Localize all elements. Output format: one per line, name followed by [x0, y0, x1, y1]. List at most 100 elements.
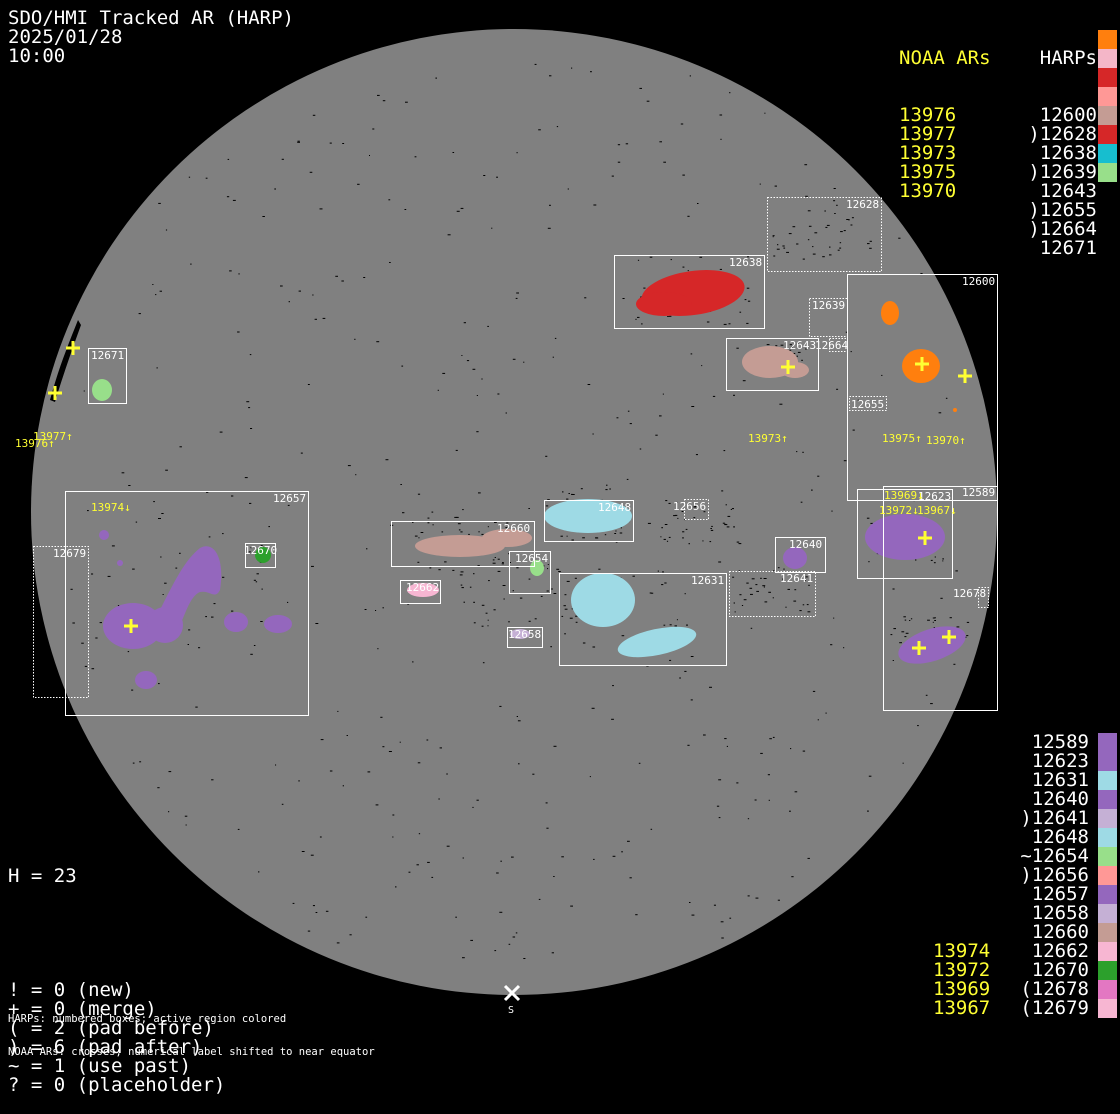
- noaa-legend-item: 13974: [933, 940, 991, 962]
- box-12664: [829, 338, 848, 352]
- harp-legend-item: 12638: [1039, 142, 1097, 164]
- region-12600c: [953, 408, 957, 412]
- noaa-cross: [66, 341, 80, 355]
- limb-feature: [50, 320, 81, 402]
- harp-label: 12679: [53, 547, 86, 560]
- harp-label: 12658: [508, 628, 541, 641]
- noaa-label: 13976↑: [15, 437, 55, 450]
- harp-legend-item: 12631: [1031, 769, 1089, 791]
- harp-label: 12670: [244, 544, 277, 557]
- harp-label: 12671: [91, 349, 124, 362]
- region-12654: [530, 560, 544, 576]
- noaa-legend-item: 13976: [899, 104, 957, 126]
- harp-color-swatch: [1098, 106, 1117, 125]
- harp-color-swatch: [1098, 999, 1117, 1018]
- harp-legend-header: HARPs: [1039, 47, 1097, 69]
- observation-time: 10:00: [8, 45, 66, 67]
- harp-label: 12623: [918, 490, 951, 503]
- region-12648: [544, 499, 632, 533]
- harp-color-swatch: [1098, 790, 1117, 809]
- harp-label: 12662: [406, 581, 439, 594]
- harp-legend-item: (12679: [1020, 997, 1089, 1019]
- harp-legend-item: (12678: [1020, 978, 1089, 1000]
- stats-line: ! = 0 (new): [8, 979, 134, 1001]
- harp-color-swatch: [1098, 771, 1117, 790]
- region-12657: [99, 530, 292, 689]
- harp-legend-item: 12600: [1039, 104, 1097, 126]
- box-12631: [559, 573, 727, 666]
- harp-legend-item: 12643: [1039, 180, 1097, 202]
- harp-label: 12655: [851, 398, 884, 411]
- solar-disk: [31, 29, 997, 995]
- noaa-cross: [942, 630, 956, 644]
- noaa-legend-header: NOAA ARs: [899, 47, 991, 69]
- solar-disk-map: 12628 12638 12600 12639 12643 12664 1265…: [15, 29, 998, 1016]
- box-12657: [65, 491, 309, 716]
- box-12670: [245, 543, 276, 568]
- harp-label: 12664: [815, 339, 848, 352]
- harp-legend-item: )12656: [1020, 864, 1089, 886]
- harp-legend-item: 12623: [1031, 750, 1089, 772]
- noaa-label: 13973↑: [748, 432, 788, 445]
- noaa-label: 13974↓: [91, 501, 131, 514]
- harp-color-swatch: [1098, 828, 1117, 847]
- harp-label: 12641: [780, 572, 813, 585]
- box-12623: [857, 489, 953, 579]
- south-label: S: [508, 1005, 514, 1016]
- box-12638: [614, 255, 765, 329]
- harp-color-swatch: [1098, 87, 1117, 106]
- harp-label: 12638: [729, 256, 762, 269]
- harp-color-swatch: [1098, 809, 1117, 828]
- harp-legend-item: )12655: [1028, 199, 1097, 221]
- box-12648: [544, 500, 634, 542]
- region-12658: [510, 629, 530, 639]
- harp-color-swatch: [1098, 904, 1117, 923]
- active-regions: [50, 270, 966, 689]
- box-12656: [684, 499, 709, 520]
- noaa-legend-item: 13975: [899, 161, 957, 183]
- noaa-cross: [781, 360, 795, 374]
- harp-label: 12628: [846, 198, 879, 211]
- region-12671: [92, 379, 112, 401]
- footer-line: HARPs: numbered boxes; active region col…: [8, 1013, 287, 1025]
- region-12662: [407, 583, 439, 597]
- box-12654: [509, 551, 551, 594]
- harp-legend-item: 12640: [1031, 788, 1089, 810]
- box-12628: [767, 197, 882, 272]
- harp-label: 12660: [497, 522, 530, 535]
- harp-legend-item: )12641: [1020, 807, 1089, 829]
- harp-label: 12640: [789, 538, 822, 551]
- noaa-cross: [912, 641, 926, 655]
- noaa-cross: [124, 619, 138, 633]
- harp-box-labels: 12628 12638 12600 12639 12643 12664 1265…: [53, 198, 995, 641]
- harp-color-swatch: [1098, 752, 1117, 771]
- noaa-label: 13969↓: [884, 489, 924, 502]
- region-12660b: [482, 529, 532, 547]
- harp-color-swatch: [1098, 980, 1117, 999]
- harp-count: H = 23: [8, 865, 77, 887]
- harp-label: 12631: [691, 574, 724, 587]
- region-12631a: [571, 573, 635, 627]
- box-12658: [507, 627, 543, 648]
- noaa-label: 13970↑: [926, 434, 966, 447]
- box-12640: [775, 537, 826, 573]
- noaa-label: 13972↓: [879, 504, 919, 517]
- harp-legend-item: 12657: [1031, 883, 1089, 905]
- region-12670: [255, 547, 271, 563]
- harp-label: 12600: [962, 275, 995, 288]
- harp-color-swatch: [1098, 49, 1117, 68]
- harp-color-swatch: [1098, 163, 1117, 182]
- noaa-cross: [918, 531, 932, 545]
- harp-legend-item: ~12654: [1020, 845, 1089, 867]
- noaa-crosses: [48, 341, 972, 655]
- harp-color-swatch: [1098, 733, 1117, 752]
- box-12589: [883, 486, 998, 711]
- harp-color-swatch: [1098, 942, 1117, 961]
- harp-color-swatch: [1098, 125, 1117, 144]
- noaa-label: 13975↑: [882, 432, 922, 445]
- footer-notes: HARPs: numbered boxes; active region col…: [8, 992, 375, 1069]
